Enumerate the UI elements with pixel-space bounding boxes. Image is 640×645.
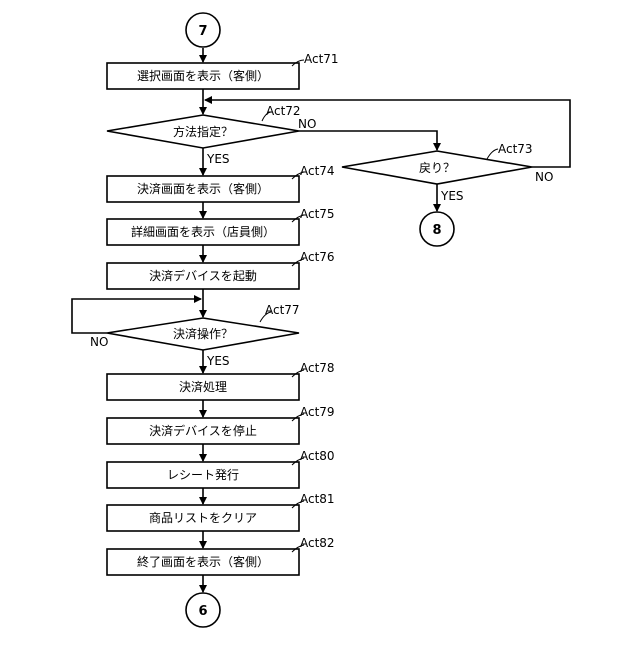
tag-act75: Act75 — [300, 207, 335, 221]
decision-act72-label: 方法指定？ — [173, 124, 233, 139]
tag-act76: Act76 — [300, 250, 335, 264]
act72-no-label: NO — [298, 117, 316, 131]
connector-branch-end-label: 8 — [432, 223, 441, 238]
process-act75: 詳細画面を表示（店員側） — [107, 219, 299, 245]
process-act79-label: 決済デバイスを停止 — [149, 423, 257, 438]
process-act78: 決済処理 — [107, 374, 299, 400]
process-act78-label: 決済処理 — [179, 379, 227, 394]
process-act82: 終了画面を表示（客側） — [107, 549, 299, 575]
process-act82-label: 終了画面を表示（客側） — [137, 554, 269, 569]
process-act76-label: 決済デバイスを起動 — [149, 268, 257, 283]
tag-act81: Act81 — [300, 492, 335, 506]
tag-act74: Act74 — [300, 164, 335, 178]
edge-act72-no-act73 — [299, 131, 437, 150]
act73-no-label: NO — [535, 170, 553, 184]
tag-act73: Act73 — [498, 142, 533, 156]
process-act80-label: レシート発行 — [167, 468, 239, 482]
tag-act72: Act72 — [266, 104, 301, 118]
tag-act77: Act77 — [265, 303, 300, 317]
connector-end-label: 6 — [198, 604, 207, 619]
process-act74-label: 決済画面を表示（客側） — [137, 181, 269, 196]
tag-act71: Act71 — [304, 52, 339, 66]
process-act71-label: 選択画面を表示（客側） — [137, 68, 269, 83]
process-act79: 決済デバイスを停止 — [107, 418, 299, 444]
connector-start: 7 — [186, 13, 220, 47]
connector-start-label: 7 — [198, 24, 207, 39]
process-act81: 商品リストをクリア — [107, 505, 299, 531]
tag-act82: Act82 — [300, 536, 335, 550]
decision-act77: 決済操作？ — [107, 318, 299, 350]
process-act71: 選択画面を表示（客側） — [107, 63, 299, 89]
process-act74: 決済画面を表示（客側） — [107, 176, 299, 202]
decision-act73-label: 戻り？ — [419, 161, 455, 175]
process-act81-label: 商品リストをクリア — [149, 510, 257, 525]
leader-act73 — [487, 149, 498, 159]
decision-act77-label: 決済操作？ — [173, 326, 233, 341]
connector-branch-end: 8 — [420, 212, 454, 246]
connector-end: 6 — [186, 593, 220, 627]
process-act75-label: 詳細画面を表示（店員側） — [131, 224, 275, 239]
act77-no-label: NO — [90, 335, 108, 349]
act77-yes-label: YES — [206, 354, 230, 368]
act72-yes-label: YES — [206, 152, 230, 166]
decision-act72: 方法指定？ — [107, 115, 299, 148]
tag-act78: Act78 — [300, 361, 335, 375]
process-act80: レシート発行 — [107, 462, 299, 488]
tag-act80: Act80 — [300, 449, 335, 463]
tag-act79: Act79 — [300, 405, 335, 419]
process-act76: 決済デバイスを起動 — [107, 263, 299, 289]
act73-yes-label: YES — [440, 189, 464, 203]
